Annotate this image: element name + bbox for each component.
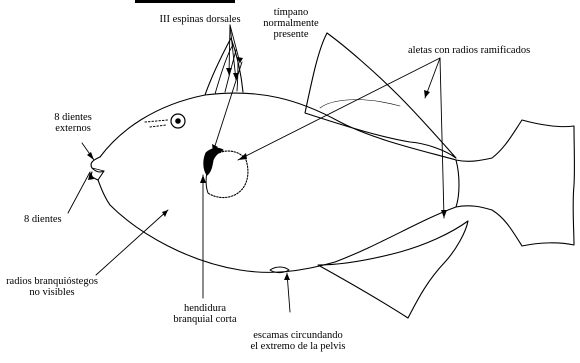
label-branchiostegal-line-2: no visibles [0,287,104,298]
label-tympanum-line-2: normalmente [246,18,336,29]
label-pelvic-scales: escamas circundando el extremo de la pel… [238,330,358,352]
label-gill-slit-line-1: hendidura [160,303,250,314]
label-gill-slit-line-2: branquial corta [160,314,250,325]
label-branchiostegal: radios branquióstegos no visibles [0,276,104,298]
label-tympanum-line-3: presente [246,29,336,40]
label-gill-slit: hendidura branquial corta [160,303,250,325]
label-dorsal-spines-text: III espinas dorsales [140,14,260,25]
label-tympanum: tímpano normalmente presente [246,7,336,40]
label-dorsal-spines: III espinas dorsales [140,14,260,25]
caudal-fin [456,120,574,246]
label-pelvic-scales-line-1: escamas circundando [238,330,358,341]
leader-lines [68,25,444,312]
label-outer-teeth-line-2: externos [38,123,108,134]
label-tympanum-line-1: tímpano [246,7,336,18]
label-branchiostegal-line-1: radios branquióstegos [0,276,104,287]
label-outer-teeth: 8 dientes externos [38,112,108,134]
label-teeth-text: 8 dientes [24,214,62,225]
label-teeth: 8 dientes [24,214,62,225]
title-fragment [135,0,235,3]
label-outer-teeth-line-1: 8 dientes [38,112,108,123]
label-branched-fins-text: aletas con radios ramificados [408,45,530,56]
label-branched-fins: aletas con radios ramificados [408,45,530,56]
label-pelvic-scales-line-2: el extremo de la pelvis [238,341,358,352]
body-outline [98,93,459,272]
